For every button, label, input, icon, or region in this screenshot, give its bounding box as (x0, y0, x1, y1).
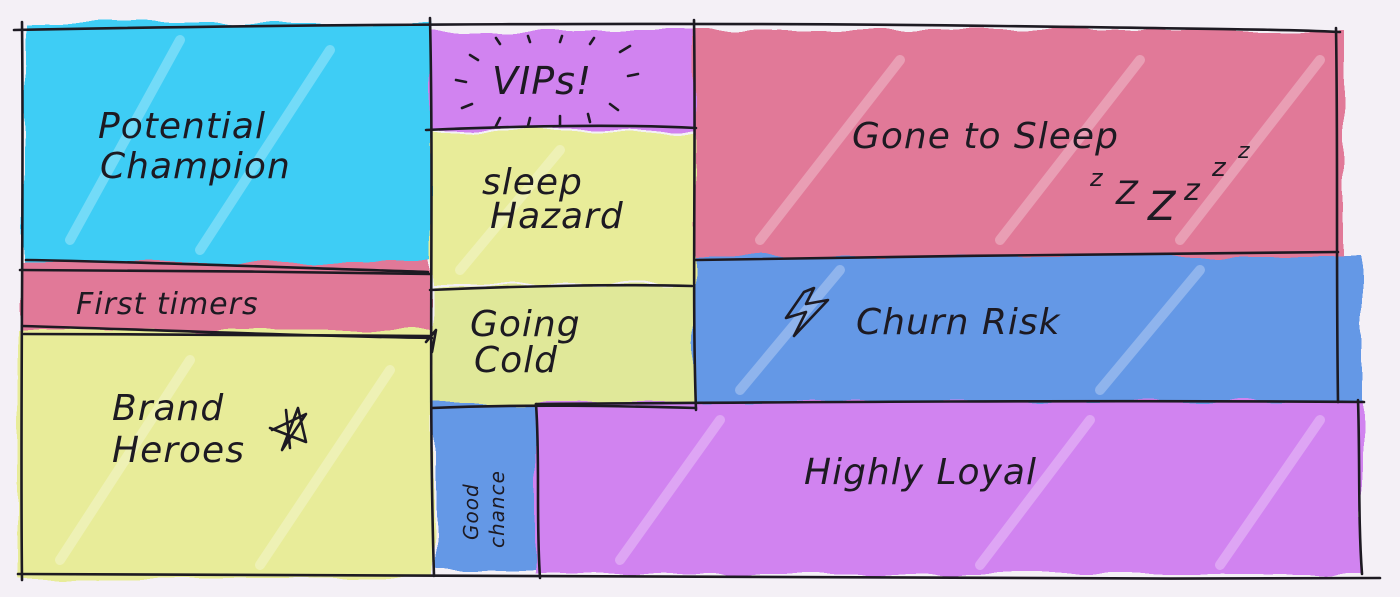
label-sleep-hazard-2: Hazard (490, 196, 624, 237)
label-good-chance-2: chance (485, 470, 509, 548)
divider-col1 (428, 16, 436, 578)
outer-left (20, 20, 24, 582)
snore-z5: z (1211, 153, 1227, 183)
streak (615, 415, 725, 565)
label-brand-heroes-1: Brand (112, 388, 224, 429)
label-vips: VIPs! (492, 59, 592, 103)
divider-going-cold (430, 404, 698, 410)
fill-potential-champion (24, 22, 432, 262)
snore-z1: z (1089, 164, 1104, 192)
divider-first-timers-mid (18, 268, 432, 276)
outer-bottom (16, 572, 1382, 580)
streak (755, 55, 905, 245)
snore-z6: z (1237, 139, 1251, 164)
streak (55, 355, 195, 565)
label-gone-to-sleep: Gone to Sleep (852, 116, 1119, 157)
arrow-tick (424, 328, 438, 354)
label-potential-champion-2: Champion (100, 146, 291, 187)
streak (1095, 265, 1205, 395)
streak (1215, 415, 1325, 570)
grid-lines (12, 16, 1382, 582)
label-brand-heroes-2: Heroes (112, 430, 245, 471)
label-going-cold-1: Going (470, 304, 581, 345)
star-icon (268, 406, 308, 452)
streak (995, 55, 1145, 245)
fill-going-cold (432, 286, 694, 406)
streak (65, 35, 185, 245)
divider-brand-top2 (22, 332, 432, 338)
streak (255, 365, 395, 570)
outer-right (1334, 26, 1340, 404)
label-first-timers: First timers (76, 287, 259, 322)
streak (1175, 55, 1325, 245)
snore-z2: Z (1115, 174, 1139, 212)
divider-highly-loyal (534, 399, 1366, 406)
sparkle-rays-icon (454, 34, 640, 128)
label-sleep-hazard-1: sleep (482, 162, 583, 203)
fill-brand-heroes (18, 330, 434, 578)
streak (455, 145, 565, 275)
label-potential-champion-1: Potential (98, 106, 266, 147)
fill-highly-loyal (536, 402, 1362, 574)
divider-sleep-hazard (428, 283, 694, 292)
divider-first-timers-top (24, 258, 430, 274)
fill-sleep-hazard (432, 132, 694, 284)
snore-doodle: z Z Z z z z (1089, 139, 1251, 230)
right-edge-lower (1356, 398, 1364, 576)
fill-vips (432, 30, 694, 130)
lightning-icon (784, 286, 830, 338)
label-good-chance: Good chance (459, 470, 509, 548)
label-going-cold-2: Cold (474, 340, 558, 381)
streak (195, 45, 335, 255)
label-churn-risk: Churn Risk (856, 302, 1062, 343)
outer-top (12, 22, 1342, 34)
streak (735, 265, 845, 395)
divider-good-chance (534, 402, 542, 580)
fill-good-chance (436, 404, 536, 570)
divider-gone-to-sleep (694, 250, 1340, 262)
divider-col2 (692, 18, 698, 412)
label-highly-loyal: Highly Loyal (804, 452, 1037, 493)
marker-streaks (55, 35, 1325, 570)
divider-vips (424, 124, 698, 132)
label-good-chance-1: Good (459, 483, 483, 540)
streak (975, 415, 1095, 570)
snore-z4: z (1183, 173, 1201, 208)
fill-churn-risk (694, 256, 1362, 402)
snore-z3: Z (1147, 184, 1177, 230)
fill-gone-to-sleep (694, 30, 1344, 256)
